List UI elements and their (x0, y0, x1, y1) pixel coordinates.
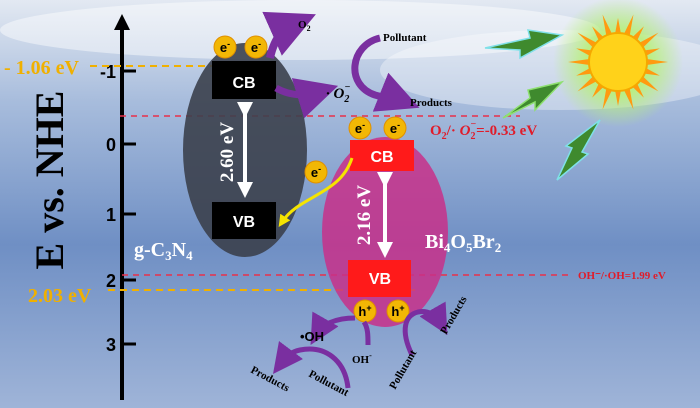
sun-ray (637, 75, 659, 92)
superoxide-arrow (274, 78, 339, 119)
sun-ray (602, 14, 613, 38)
gcn-semiconductor: CB VB 2.60 eV g-C3N4 (134, 43, 307, 263)
svg-text:e-: e- (355, 120, 365, 136)
lightning-bolt-icon (556, 119, 601, 181)
electron: e- (244, 35, 268, 59)
oh-ion-label: OH- (352, 351, 372, 366)
bob-cb-label: CB (370, 149, 393, 166)
oh-formation-arrow (310, 311, 356, 346)
o2-uptake-arrow (262, 11, 316, 59)
sun-ray (577, 32, 599, 49)
pollutant-label: Pollutant (383, 32, 427, 44)
sun-ray (637, 32, 659, 49)
oh-radical-label: •OH (300, 329, 324, 344)
gcn-name: g-C3N4 (134, 239, 193, 263)
energy-axis: -1 0 1 2 3 E vs. NHE (27, 14, 136, 400)
o2-label: O2 (298, 19, 311, 33)
svg-text:h+: h+ (358, 303, 371, 319)
tick-label: 1 (106, 205, 116, 225)
sun-icon (553, 0, 683, 127)
axis-title: E vs. NHE (27, 91, 72, 270)
gcn-gap-label: 2.60 eV (217, 122, 238, 182)
sun-ray (623, 14, 634, 38)
gcn-cb-label: CB (232, 75, 255, 92)
electron-transfer-arrow (278, 157, 354, 227)
hole-pollutant-arrow (402, 301, 448, 357)
hole: h+ (386, 299, 410, 323)
bob-vb-label: VB (369, 271, 391, 288)
bob-vb-box (348, 260, 411, 297)
gcn-vb-label: VB (233, 214, 255, 231)
gcn-vb-box (212, 202, 276, 239)
sun-ray (568, 58, 592, 66)
tick-label: 2 (106, 271, 116, 291)
svg-text:e-: e- (390, 120, 400, 136)
electron: e- (304, 160, 328, 184)
bob-name: Bi4O5Br2 (425, 231, 501, 255)
oh-potential-label: OH⁻/·OH=1.99 eV (578, 270, 666, 282)
tick-label: 0 (106, 135, 116, 155)
svg-text:e-: e- (311, 164, 321, 180)
svg-text:e-: e- (220, 39, 230, 55)
sun-ray (602, 86, 613, 110)
gcn-cb-box (212, 61, 276, 99)
products-label: Products (410, 97, 453, 109)
oh-pollutant-arrow (272, 340, 351, 389)
svg-text:h+: h+ (391, 303, 404, 319)
sun-ray (614, 18, 622, 36)
electron: e- (213, 35, 237, 59)
hole: h+ (353, 299, 377, 323)
gcn-vb-level-label: 2.03 eV (28, 285, 92, 307)
lightning-bolt-icon (484, 29, 565, 60)
electron: e- (383, 116, 407, 140)
o2-potential-label: O2/· O2−=-0.33 eV (430, 119, 537, 142)
sun-ray (623, 86, 634, 110)
sun-ray (577, 75, 599, 92)
pollutant-degradation-arrow (351, 34, 420, 112)
oh-ion-arrow (361, 320, 371, 346)
svg-text:e-: e- (251, 39, 261, 55)
sun-ray (614, 88, 622, 106)
sun-ray (644, 58, 668, 66)
lightning-bolt-icon (502, 80, 565, 119)
electron: e- (348, 116, 372, 140)
bob-gap-label: 2.16 eV (354, 185, 375, 245)
bob-semiconductor: CB VB 2.16 eV Bi4O5Br2 (322, 137, 501, 327)
gcn-cb-level-label: - 1.06 eV (4, 57, 80, 79)
bob-cb-box (350, 140, 414, 171)
tick-label: 3 (106, 335, 116, 355)
superoxide-label: · O2− (326, 82, 350, 105)
